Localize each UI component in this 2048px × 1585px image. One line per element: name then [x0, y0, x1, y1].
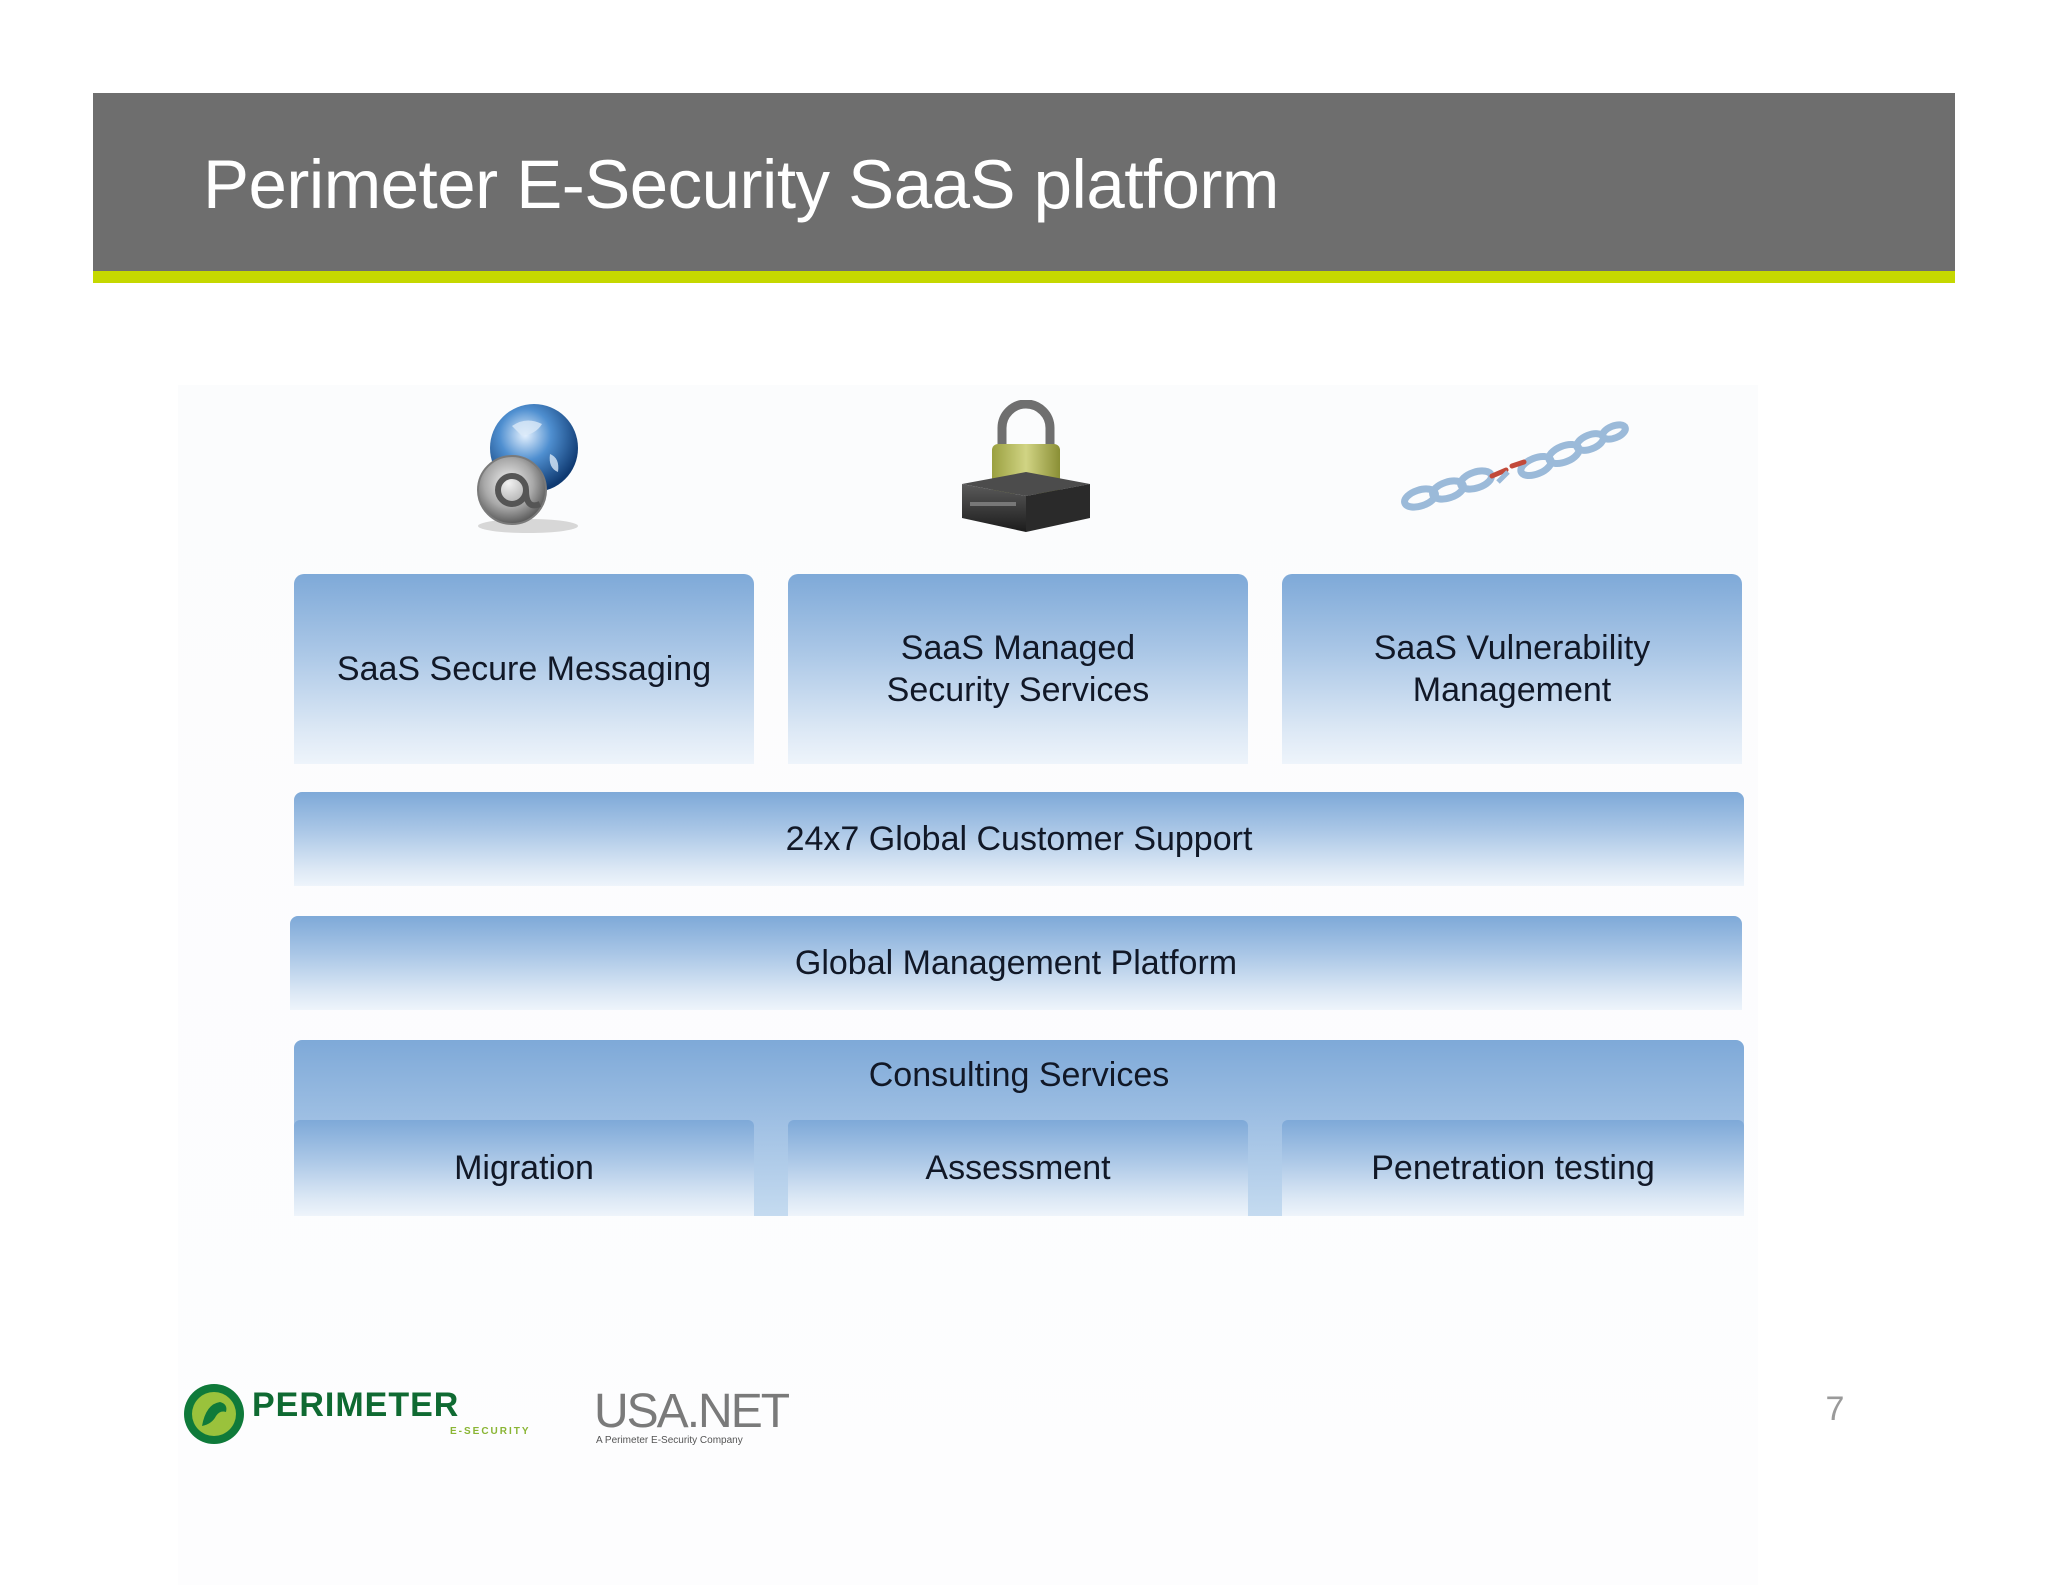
service-box-secure-messaging: SaaS Secure Messaging: [294, 574, 754, 764]
layer-label: Global Management Platform: [794, 944, 1238, 982]
consulting-item-migration: Migration: [294, 1120, 754, 1216]
service-box-managed-security: SaaS Managed Security Services: [788, 574, 1248, 764]
page-number: 7: [1825, 1390, 1845, 1428]
page-title: Perimeter E-Security SaaS platform: [203, 146, 1279, 223]
layer-customer-support: 24x7 Global Customer Support: [294, 792, 1744, 886]
padlock-server-icon: [962, 400, 1090, 532]
consulting-item-assessment: Assessment: [788, 1120, 1248, 1216]
globe-email-icon: [477, 404, 578, 533]
usanet-logo: USA.NET A Perimeter E-Security Company: [594, 1385, 792, 1446]
service-label: SaaS Managed Security Services: [886, 629, 1150, 709]
title-bar: Perimeter E-Security SaaS platform: [93, 93, 1955, 283]
service-label: SaaS Vulnerability Management: [1373, 629, 1651, 709]
consulting-item-penetration-testing: Penetration testing: [1282, 1120, 1744, 1216]
consulting-item-label: Migration: [454, 1149, 594, 1187]
consulting-item-label: Assessment: [925, 1149, 1111, 1187]
usanet-logo-text: USA.NET: [594, 1385, 790, 1438]
service-label: SaaS Secure Messaging: [336, 650, 712, 688]
layer-management-platform: Global Management Platform: [290, 916, 1742, 1010]
layer-label: 24x7 Global Customer Support: [785, 820, 1253, 858]
perimeter-logo-subtext: E-SECURITY: [450, 1426, 531, 1437]
usanet-logo-subtext: A Perimeter E-Security Company: [596, 1435, 743, 1446]
perimeter-logo: PERIMETER E-SECURITY: [184, 1384, 531, 1444]
chain-icon: [1401, 421, 1629, 511]
perimeter-logo-text: PERIMETER: [252, 1386, 459, 1424]
service-box-vulnerability-management: SaaS Vulnerability Management: [1282, 574, 1742, 764]
layer-label: Consulting Services: [868, 1056, 1170, 1094]
title-accent-line: [93, 271, 1955, 283]
consulting-item-label: Penetration testing: [1371, 1149, 1655, 1187]
